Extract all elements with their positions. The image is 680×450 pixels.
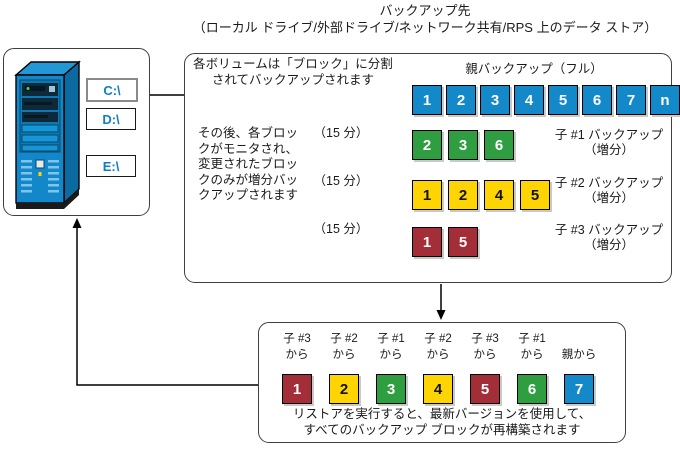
server-tower-icon bbox=[14, 60, 81, 209]
restore-columns: 子 #3 から 1 子 #2 から 2 子 #1 から 3 子 #2 から 4 子 #3 から 5 子 #1 か… bbox=[282, 332, 597, 404]
restore-column: 子 #3 から 5 bbox=[470, 332, 500, 404]
restore-source-line1: 子 #1 bbox=[518, 333, 546, 345]
diagram-title-block: バックアップ先 （ローカル ドライブ/外部ドライブ/ネットワーク共有/RPS 上… bbox=[170, 2, 680, 36]
interval-label-3: （15 分） bbox=[313, 222, 369, 236]
drive-c-label: C:\ bbox=[103, 82, 121, 98]
backup-block-6: 6 bbox=[582, 85, 612, 115]
diagram-subtitle: （ローカル ドライブ/外部ドライブ/ネットワーク共有/RPS 上のデータ ストア… bbox=[192, 20, 658, 35]
backup-block-2: 2 bbox=[448, 180, 478, 210]
backup-block-4: 4 bbox=[423, 374, 453, 404]
restore-source-line2: から bbox=[426, 348, 450, 361]
restore-source-line2: から bbox=[520, 348, 544, 361]
restore-source-line2: から bbox=[379, 348, 403, 361]
backup-block-3: 3 bbox=[480, 85, 510, 115]
backup-block-1: 1 bbox=[282, 374, 312, 404]
arrowhead-up-to-source bbox=[72, 218, 82, 228]
parent-backup-title: 親バックアップ（フル） bbox=[465, 62, 603, 76]
backup-block-n: n bbox=[650, 85, 680, 115]
backup-block-3: 3 bbox=[376, 374, 406, 404]
backup-block-1: 1 bbox=[412, 227, 442, 257]
restore-column: 子 #3 から 1 bbox=[282, 332, 312, 404]
restore-column: 子 #1 から 3 bbox=[376, 332, 406, 404]
restore-note: リストアを実行すると、最新バージョンを使用して、 すべてのバックアップ ブロック… bbox=[292, 407, 592, 437]
monitor-note: その後、各ブロッ クがモニタされ、 変更されたブロッ クのみが増分バッ クアップ… bbox=[197, 126, 299, 202]
backup-block-5: 5 bbox=[448, 227, 478, 257]
restore-column: 子 #2 から 4 bbox=[423, 332, 453, 404]
backup-block-4: 4 bbox=[514, 85, 544, 115]
backup-block-2: 2 bbox=[412, 130, 442, 160]
backup-block-1: 1 bbox=[412, 85, 442, 115]
restore-source-line2: から bbox=[332, 348, 356, 361]
restore-source-line1: 子 #1 bbox=[377, 333, 405, 345]
restore-column: 親から 7 bbox=[561, 332, 597, 404]
split-note: 各ボリュームは「ブロック」に分割 されてバックアップされます bbox=[193, 57, 393, 87]
backup-block-2: 2 bbox=[446, 85, 476, 115]
diagram-title: バックアップ先 bbox=[379, 3, 471, 18]
backup-block-5: 5 bbox=[470, 374, 500, 404]
backup-block-5: 5 bbox=[520, 180, 550, 210]
backup-block-7: 7 bbox=[564, 374, 594, 404]
restore-source-line1: 子 #2 bbox=[424, 333, 452, 345]
restore-source-line2: から bbox=[285, 348, 309, 361]
child1-backup-label: 子 #1 バックアップ （増分） bbox=[554, 128, 664, 157]
restore-column: 子 #2 から 2 bbox=[329, 332, 359, 404]
interval-label-2: （15 分） bbox=[313, 174, 369, 188]
interval-label-1: （15 分） bbox=[313, 126, 369, 140]
restore-source-line1: 子 #3 bbox=[283, 333, 311, 345]
backup-block-6: 6 bbox=[517, 374, 547, 404]
restore-source-line1: 子 #3 bbox=[471, 333, 499, 345]
drive-e-label: E:\ bbox=[102, 158, 120, 174]
backup-block-6: 6 bbox=[484, 130, 514, 160]
child2-backup-label: 子 #2 バックアップ （増分） bbox=[554, 176, 664, 205]
backup-block-3: 3 bbox=[448, 130, 478, 160]
restore-source-line2: から bbox=[473, 348, 497, 361]
backup-block-2: 2 bbox=[329, 374, 359, 404]
drive-c-box: C:\ bbox=[86, 78, 138, 102]
backup-block-5: 5 bbox=[548, 85, 578, 115]
restore-source-line1: 子 #2 bbox=[330, 333, 358, 345]
drive-d-box: D:\ bbox=[86, 108, 136, 130]
restore-source-line2: 親から bbox=[561, 348, 597, 361]
arrowhead-down bbox=[436, 310, 446, 320]
backup-block-4: 4 bbox=[484, 180, 514, 210]
backup-block-1: 1 bbox=[412, 180, 442, 210]
child3-backup-label: 子 #3 バックアップ （増分） bbox=[554, 223, 664, 252]
backup-block-7: 7 bbox=[616, 85, 646, 115]
restore-column: 子 #1 から 6 bbox=[517, 332, 547, 404]
drive-e-box: E:\ bbox=[86, 155, 136, 177]
drive-d-label: D:\ bbox=[102, 111, 120, 127]
